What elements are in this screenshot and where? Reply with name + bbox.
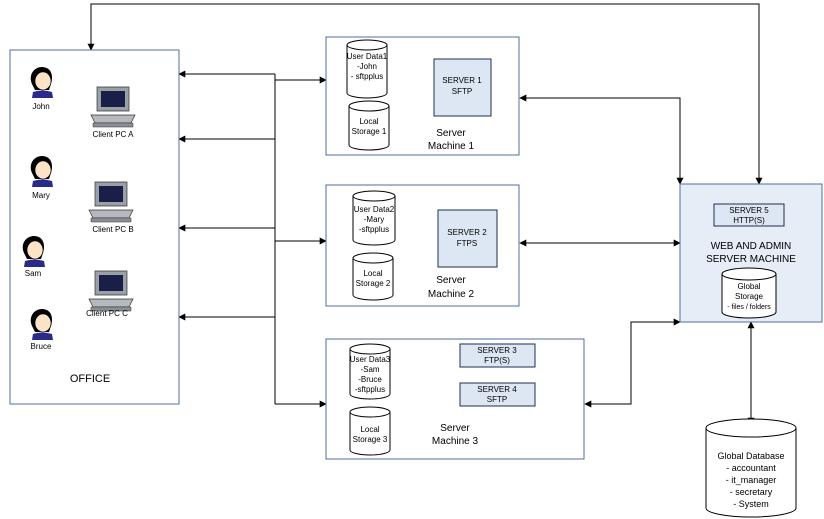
user-data-label: User Data3 xyxy=(350,355,391,364)
database-item: - accountant xyxy=(726,463,776,473)
user-data-label: User Data2 xyxy=(354,205,395,214)
database-item: - it_manager xyxy=(726,475,777,485)
global-database-cylinder: Global Database - accountant - it_manage… xyxy=(705,418,797,518)
database-item: - secretary xyxy=(730,487,773,497)
server-4-box: SERVER 4 SFTP xyxy=(459,382,536,407)
server-machine-3: User Data3 -Sam -Bruce -sftpplus Local S… xyxy=(325,338,585,460)
connectors xyxy=(87,3,763,425)
client-pc-c: Client PC C xyxy=(86,270,134,318)
storage-label: Storage 2 xyxy=(356,279,391,288)
local-storage-1-cylinder: Local Storage 1 xyxy=(348,100,390,151)
server-name: SERVER 4 xyxy=(477,385,517,394)
machine-title: Machine 1 xyxy=(428,141,475,152)
client-pc-label: Client PC B xyxy=(92,225,133,234)
person-name: Mary xyxy=(32,191,50,200)
user-data-1-cylinder: User Data1 -John - sftpplus xyxy=(346,39,388,99)
server-5-box: SERVER 5 HTTP(S) xyxy=(713,203,785,227)
server-1-box: SERVER 1 SFTP xyxy=(433,58,492,117)
server-machine-2: User Data2 -Mary -sftpplus Local Storage… xyxy=(325,184,520,307)
machine-title: Server xyxy=(440,423,470,434)
client-pc-label: Client PC C xyxy=(86,309,128,318)
user-data-item: -Sam xyxy=(360,365,379,374)
server-protocol: SFTP xyxy=(452,87,472,96)
server-protocol: SFTP xyxy=(487,395,507,404)
person-icon xyxy=(30,67,53,98)
server-protocol: FTP(S) xyxy=(484,356,510,365)
server-name: SERVER 1 xyxy=(442,76,482,85)
database-item: - System xyxy=(733,499,769,509)
client-pc-a: Client PC A xyxy=(90,86,136,139)
server-protocol: FTPS xyxy=(457,239,477,248)
machine-title: SERVER MACHINE xyxy=(706,254,796,265)
user-data-item: -sftpplus xyxy=(359,225,389,234)
local-storage-3-cylinder: Local Storage 3 xyxy=(349,406,391,456)
user-data-item: -Bruce xyxy=(358,375,382,384)
machine-title: Server xyxy=(436,128,466,139)
person-name: Bruce xyxy=(31,342,52,351)
user-data-2-cylinder: User Data2 -Mary -sftpplus xyxy=(352,190,396,246)
storage-label: Local xyxy=(363,269,382,278)
server-3-box: SERVER 3 FTP(S) xyxy=(459,343,536,368)
server-name: SERVER 5 xyxy=(729,206,769,215)
person-name: Sam xyxy=(25,269,42,278)
client-pc-label: Client PC A xyxy=(93,130,135,139)
local-storage-2-cylinder: Local Storage 2 xyxy=(352,252,394,301)
storage-label: Local xyxy=(359,117,378,126)
database-title: Global Database xyxy=(717,451,784,461)
server-protocol: HTTP(S) xyxy=(733,216,765,225)
user-data-item: -John xyxy=(357,62,377,71)
storage-label: Storage 1 xyxy=(352,127,387,136)
connector-office-m1-b xyxy=(274,74,327,84)
computer-icon xyxy=(88,181,134,223)
office-title: OFFICE xyxy=(70,373,110,385)
user-data-label: User Data1 xyxy=(347,52,388,61)
server-2-box: SERVER 2 FTPS xyxy=(437,209,498,268)
user-data-3-cylinder: User Data3 -Sam -Bruce -sftpplus xyxy=(349,343,391,400)
user-data-item: -sftpplus xyxy=(355,385,385,394)
storage-label: Local xyxy=(360,425,379,434)
user-data-item: -Mary xyxy=(364,215,384,224)
web-admin-server-machine: SERVER 5 HTTP(S) WEB AND ADMIN SERVER MA… xyxy=(679,183,823,323)
server-name: SERVER 3 xyxy=(477,346,517,355)
person-bruce: Bruce xyxy=(31,309,53,351)
computer-icon xyxy=(90,86,136,128)
person-john: John xyxy=(30,67,53,111)
storage-label: Storage xyxy=(735,292,764,301)
person-icon xyxy=(22,236,45,267)
office-box: OFFICE John Mary Sam xyxy=(9,49,180,405)
machine-title: Machine 3 xyxy=(432,436,479,447)
machine-title: WEB AND ADMIN xyxy=(711,241,792,252)
machine-title: Machine 2 xyxy=(428,289,475,300)
person-icon xyxy=(30,156,53,187)
global-storage-cylinder: Global Storage - files / folders xyxy=(721,267,777,319)
connector-m1-web xyxy=(519,94,684,185)
user-data-item: - sftpplus xyxy=(351,72,383,81)
client-pc-b: Client PC B xyxy=(88,181,134,234)
person-sam: Sam xyxy=(22,236,45,278)
machine-title: Server xyxy=(436,275,466,286)
server-machine-1: User Data1 -John - sftpplus Local Storag… xyxy=(325,36,520,156)
person-mary: Mary xyxy=(30,156,53,200)
connector-office-web xyxy=(87,3,763,185)
storage-label: - files / folders xyxy=(727,304,771,311)
server-name: SERVER 2 xyxy=(447,228,487,237)
person-icon xyxy=(30,309,53,340)
storage-label: Storage 3 xyxy=(353,435,388,444)
storage-label: Global xyxy=(737,282,760,291)
computer-icon xyxy=(88,270,134,312)
connector-m3-web xyxy=(584,318,681,408)
person-name: John xyxy=(32,102,49,111)
